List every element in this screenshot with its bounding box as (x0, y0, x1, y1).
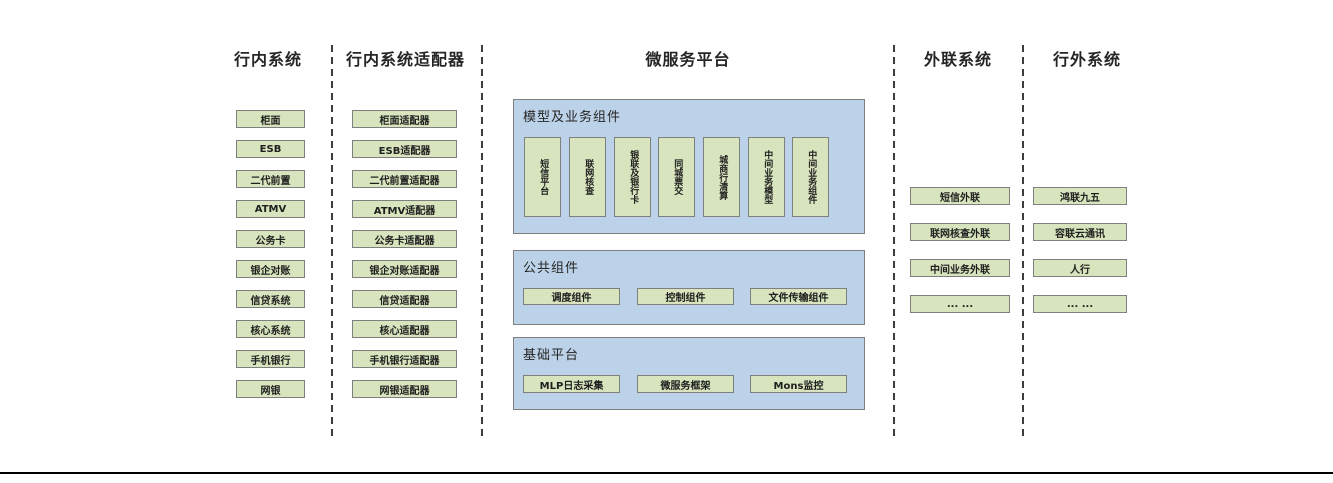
business-component-box: 银联及银行卡 (614, 137, 651, 217)
internal-system-box: 核心系统 (236, 320, 305, 338)
adapter-box: ESB适配器 (352, 140, 457, 158)
dashed-divider-2 (481, 45, 483, 441)
outside-system-box: ... ... (1033, 295, 1127, 313)
adapter-box: 银企对账适配器 (352, 260, 457, 278)
common-component-box: 文件传输组件 (750, 288, 847, 305)
internal-system-box: ATMV (236, 200, 305, 218)
adapter-box: 信贷适配器 (352, 290, 457, 308)
column-header-outside-systems: 行外系统 (1052, 50, 1121, 69)
outside-system-box: 容联云通讯 (1033, 223, 1127, 241)
adapter-box: 柜面适配器 (352, 110, 457, 128)
panel-title-model-business-components: 模型及业务组件 (523, 110, 622, 125)
external-link-box: ... ... (910, 295, 1010, 313)
internal-system-box: 信贷系统 (236, 290, 305, 308)
adapter-box: 核心适配器 (352, 320, 457, 338)
adapter-box: 手机银行适配器 (352, 350, 457, 368)
column-header-internal-adapters: 行内系统适配器 (345, 50, 465, 69)
basic-platform-box: MLP日志采集 (523, 375, 620, 393)
business-component-box: 联网核查 (569, 137, 606, 217)
internal-system-box: 手机银行 (236, 350, 305, 368)
column-header-internal-systems: 行内系统 (233, 50, 302, 69)
basic-platform-box: 微服务框架 (637, 375, 734, 393)
business-component-box: 同城票交 (658, 137, 695, 217)
dashed-divider-3 (893, 45, 895, 441)
column-header-external-link-systems: 外联系统 (923, 50, 992, 69)
external-link-box: 联网核查外联 (910, 223, 1010, 241)
internal-system-box: 柜面 (236, 110, 305, 128)
bottom-border-line (0, 472, 1333, 474)
internal-system-box: 银企对账 (236, 260, 305, 278)
panel-basic-platform (513, 337, 865, 410)
dashed-divider-1 (331, 45, 333, 441)
common-component-box: 调度组件 (523, 288, 620, 305)
business-component-box: 短信平台 (524, 137, 561, 217)
panel-title-basic-platform: 基础平台 (523, 348, 580, 363)
dashed-divider-4 (1022, 45, 1024, 441)
external-link-box: 中间业务外联 (910, 259, 1010, 277)
adapter-box: 网银适配器 (352, 380, 457, 398)
adapter-box: 二代前置适配器 (352, 170, 457, 188)
common-component-box: 控制组件 (637, 288, 734, 305)
business-component-box: 中间业务模型 (748, 137, 785, 217)
external-link-box: 短信外联 (910, 187, 1010, 205)
business-component-box: 中间业务组件 (792, 137, 829, 217)
internal-system-box: 公务卡 (236, 230, 305, 248)
panel-common-components (513, 250, 865, 325)
outside-system-box: 鸿联九五 (1033, 187, 1127, 205)
outside-system-box: 人行 (1033, 259, 1127, 277)
adapter-box: 公务卡适配器 (352, 230, 457, 248)
column-header-microservice-platform: 微服务平台 (645, 50, 731, 69)
basic-platform-box: Mons监控 (750, 375, 847, 393)
adapter-box: ATMV适配器 (352, 200, 457, 218)
internal-system-box: ESB (236, 140, 305, 158)
internal-system-box: 二代前置 (236, 170, 305, 188)
internal-system-box: 网银 (236, 380, 305, 398)
panel-title-common-components: 公共组件 (523, 261, 580, 276)
business-component-box: 城商行清算 (703, 137, 740, 217)
